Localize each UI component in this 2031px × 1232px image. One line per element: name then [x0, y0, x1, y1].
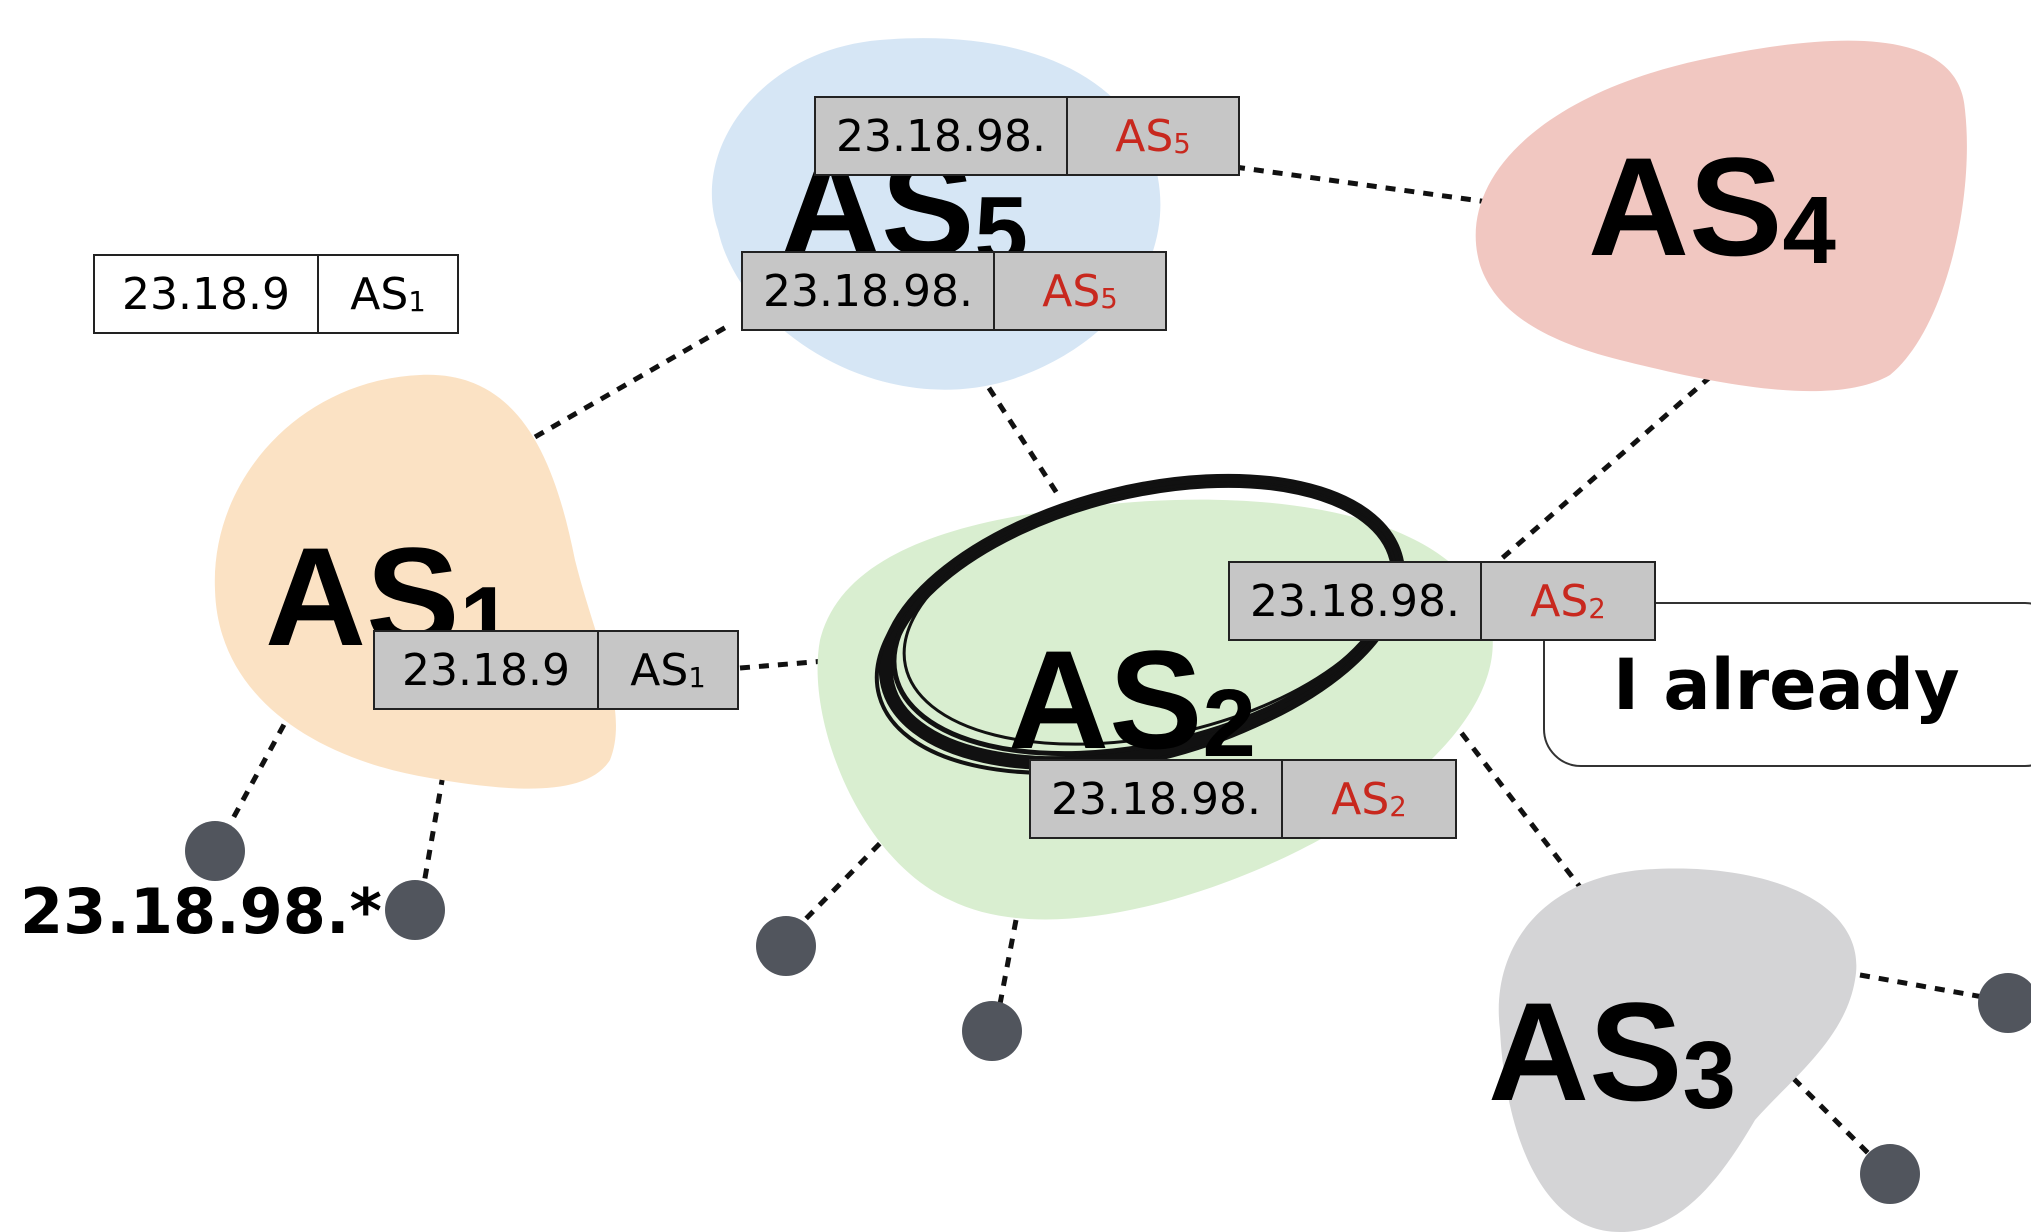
link-as5-as4	[1234, 164, 1496, 206]
link-as2-as3	[1448, 716, 1592, 902]
route-prefix: 23.18.98.	[1031, 761, 1283, 837]
links	[215, 164, 2001, 1172]
route-prefix: 23.18.9	[95, 256, 319, 332]
host-node	[185, 821, 245, 881]
host-node	[962, 1001, 1022, 1061]
as4-label: AS4	[1588, 128, 1836, 285]
host-node	[1978, 973, 2031, 1033]
host-node	[756, 916, 816, 976]
as3-label: AS3	[1488, 973, 1736, 1130]
link-as5-as2	[955, 338, 1063, 500]
as2-label: AS2	[1008, 621, 1256, 778]
link-as1-as5	[533, 323, 730, 440]
host-node	[385, 880, 445, 940]
route-prefix: 23.18.98.	[1230, 563, 1482, 639]
link-as1-host-a	[215, 706, 296, 848]
route-prefix: 23.18.98.	[816, 98, 1068, 174]
route-prefix: 23.18.9	[375, 632, 599, 708]
link-as1-as2	[739, 658, 826, 671]
link-as2-host-c	[788, 828, 895, 937]
link-as3-host-e	[1859, 972, 2001, 1003]
as4-region	[1475, 40, 1967, 392]
callout-text: I already	[1613, 643, 1960, 726]
route-prefix: 23.18.98.	[743, 253, 995, 329]
destination-prefix-label: 23.18.98.*	[20, 875, 382, 948]
host-node	[1860, 1144, 1920, 1204]
link-as4-as2	[1498, 362, 1727, 562]
link-as1-host-b	[419, 774, 446, 896]
link-as3-host-f	[1778, 1063, 1887, 1172]
as3-region	[1498, 868, 1857, 1232]
scribble-circle	[874, 473, 1406, 775]
hosts	[185, 821, 2031, 1204]
